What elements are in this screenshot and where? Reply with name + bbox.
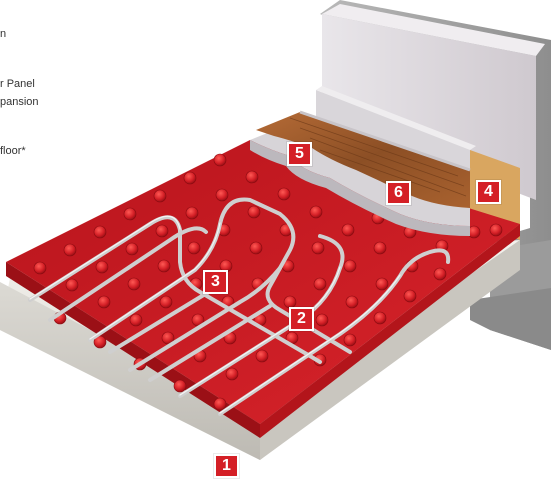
callout-badge-6: 6 bbox=[386, 181, 411, 205]
callout-badge-3: 3 bbox=[203, 270, 228, 294]
callout-badge-4: 4 bbox=[476, 180, 501, 204]
callout-badge-5: 5 bbox=[287, 142, 312, 166]
callout-badge-1: 1 bbox=[214, 454, 239, 478]
callout-badge-2: 2 bbox=[289, 307, 314, 331]
